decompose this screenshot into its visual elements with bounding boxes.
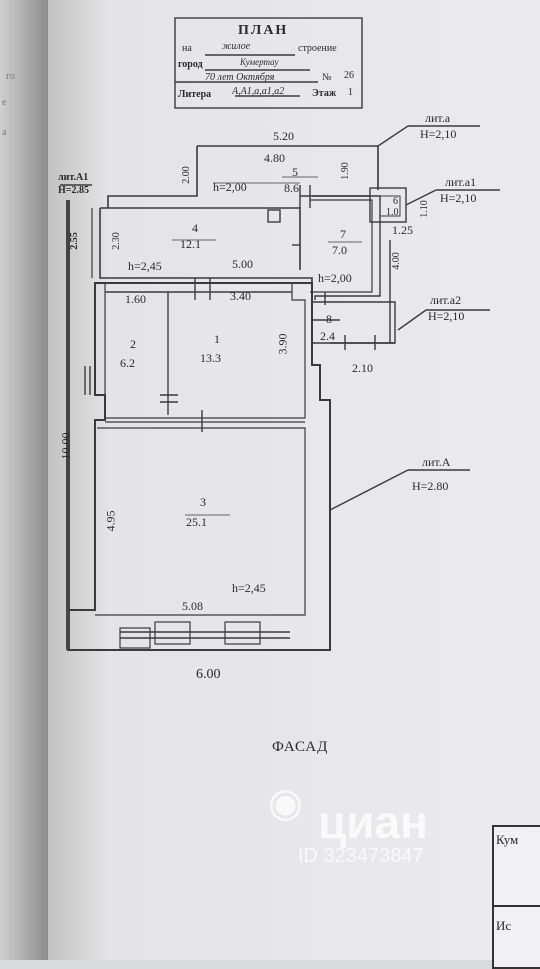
dim-480: 4.80 [264, 151, 285, 165]
label-lit-A: лит.А [422, 455, 451, 469]
header-litera: А,А1,а,а1,а2 [232, 86, 285, 97]
header-no-label: № [322, 72, 332, 83]
watermark-brand: циан [318, 796, 428, 848]
dim-520: 5.20 [273, 129, 294, 143]
label-lit-A-height: Н=2.80 [412, 479, 449, 493]
room-6-area: 1.0 [386, 207, 399, 218]
room-1-area: 13.3 [200, 351, 221, 365]
room-4-area: 12.1 [180, 237, 201, 251]
header-city-label: город [178, 59, 203, 70]
stamp-bottom-text: Ис [496, 918, 512, 933]
room-6-number: 6 [393, 196, 398, 207]
dim-160: 1.60 [125, 292, 146, 306]
label-lit-a1: лит.а1 [445, 175, 477, 189]
dim-125: 1.25 [392, 223, 413, 237]
label-lit-a1-height: Н=2,10 [440, 191, 477, 205]
room-7-area: 7.0 [332, 243, 347, 257]
dim-230: 2.30 [110, 232, 122, 250]
header-city: Кумертау [240, 57, 279, 67]
watermark-id: ID 323473847 [298, 845, 424, 867]
dim-h-245-a: h=2,45 [128, 259, 162, 273]
room-8-area: 2.4 [320, 329, 335, 343]
header-building-type: жилое [222, 41, 251, 52]
label-lit-a-height: Н=2,10 [420, 127, 457, 141]
dim-1000: 10.00 [58, 432, 73, 460]
dim-h-200-a: h=2,00 [213, 180, 247, 194]
left-shadow [0, 0, 48, 960]
header-house-number: 26 [344, 70, 354, 81]
dim-200-vertical: 2.00 [180, 166, 192, 184]
dim-255: 2.55 [68, 232, 80, 250]
dim-508: 5.08 [182, 599, 203, 613]
label-lit-a: лит.а [425, 111, 451, 125]
room-7-number: 7 [340, 227, 346, 241]
room-8-number: 8 [326, 312, 332, 326]
header-na-label: на [182, 43, 192, 54]
room-5-number: 5 [292, 165, 298, 179]
room-5-area: 8.6 [284, 181, 299, 195]
stamp-top-text: Кум [496, 832, 519, 847]
label-lit-a2-height: Н=2,10 [428, 309, 465, 323]
label-lit-A1: лит.А1 [58, 172, 89, 183]
header-floor-label: Этаж [312, 88, 337, 99]
room-1-number: 1 [214, 332, 220, 346]
dim-340: 3.40 [230, 289, 251, 303]
room-4-number: 4 [192, 221, 198, 235]
dim-210: 2.10 [352, 361, 373, 375]
header-street: 70 лет Октября [205, 72, 275, 83]
facade-caption: ФАСАД [272, 739, 329, 755]
label-lit-A1-height: Н=2.85 [58, 185, 89, 196]
dim-h-245-b: h=2,45 [232, 581, 266, 595]
header-building-suffix: строение [298, 43, 337, 54]
room-3-area: 25.1 [186, 515, 207, 529]
header-box [174, 17, 363, 109]
room-3-number: 3 [200, 495, 206, 509]
room-2-number: 2 [130, 337, 136, 351]
dim-110: 1.10 [418, 200, 430, 218]
header-litera-label: Литера [178, 89, 212, 100]
dim-190: 1.90 [339, 162, 351, 180]
room-2-area: 6.2 [120, 356, 135, 370]
margin-mark: а [2, 127, 7, 138]
dim-h-200-b: h=2,00 [318, 271, 352, 285]
header-floor: 1 [348, 87, 353, 98]
margin-mark: го [6, 71, 15, 82]
location-pin-icon: ◉ [268, 781, 303, 825]
margin-mark: е [2, 97, 7, 108]
dim-400: 4.00 [390, 252, 402, 270]
dim-600: 6.00 [196, 667, 221, 682]
dim-500: 5.00 [232, 257, 253, 271]
plan-title: ПЛАН [238, 23, 289, 38]
stamp-divider [492, 905, 540, 907]
dim-495: 4.95 [103, 510, 118, 532]
label-lit-a2: лит.а2 [430, 293, 462, 307]
dim-390: 3.90 [275, 333, 290, 355]
